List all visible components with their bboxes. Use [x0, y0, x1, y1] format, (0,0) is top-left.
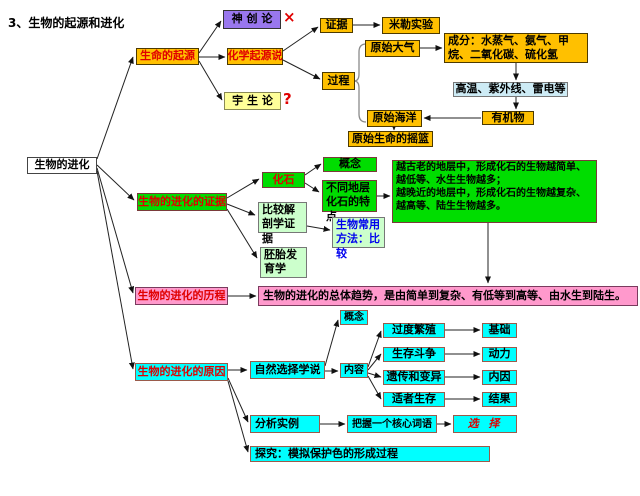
node-strata-features: 不同地层化石的特点 [322, 180, 377, 223]
node-struggle: 生存斗争 [383, 347, 445, 362]
node-power: 动力 [482, 347, 517, 362]
node-organic-matter: 有机物 [482, 111, 534, 125]
node-comparative-anatomy: 比较解剖学证据 [258, 202, 307, 245]
question-mark: ? [283, 90, 292, 108]
node-bio-method: 生物常用方法：比较 [332, 217, 385, 260]
node-strata-detail: 越古老的地层中，形成化石的生物越简单、越低等、水生生物越多； 越晚近的地层中，形… [392, 160, 597, 223]
node-primitive-ocean: 原始海洋 [367, 110, 422, 127]
node-survival: 适者生存 [383, 392, 445, 407]
node-ns-content: 内容 [340, 363, 368, 378]
node-cosmozoa: 宇 生 论 [224, 92, 281, 110]
node-basis: 基础 [482, 323, 517, 338]
page-title: 3、生物的起源和进化 [8, 16, 125, 30]
node-cradle: 原始生命的摇篮 [348, 131, 433, 147]
node-overbreeding: 过度繁殖 [383, 323, 445, 338]
node-core-word: 把握一个核心词语 [347, 415, 437, 433]
node-primitive-atmosphere: 原始大气 [365, 40, 420, 57]
node-selection: 选 择 [453, 415, 517, 433]
node-evolution-course: 生物的进化的历程 [135, 287, 228, 305]
node-ns-concept: 概念 [340, 310, 368, 325]
node-result: 结果 [482, 392, 517, 407]
node-miller-experiment: 米勒实验 [382, 17, 440, 34]
node-inquiry: 探究：模拟保护色的形成过程 [250, 446, 490, 462]
node-natural-selection: 自然选择学说 [250, 361, 325, 379]
node-variation: 遗传和变异 [383, 370, 445, 385]
node-evolution-evidence: 生物的进化的证据 [137, 193, 227, 211]
node-evidence: 证据 [320, 18, 353, 33]
node-root: 生物的进化 [27, 157, 97, 174]
node-process: 过程 [322, 72, 355, 90]
node-fossil-concept: 概念 [323, 157, 377, 172]
node-evolution-reason: 生物的进化的原因 [135, 363, 228, 381]
node-life-origin: 生命的起源 [136, 48, 199, 65]
cross-mark: × [283, 8, 296, 26]
node-case-analysis: 分析实例 [250, 415, 320, 433]
node-fossil: 化石 [262, 172, 305, 188]
node-chemical-origin: 化学起源说 [227, 48, 283, 65]
node-creationism: 神 创 论 [223, 10, 281, 29]
node-conditions: 高温、紫外线、雷电等 [453, 82, 568, 97]
node-composition: 成分：水蒸气、氨气、甲烷、二氧化碳、硫化氢 [444, 33, 588, 63]
node-embryology: 胚胎发育学 [260, 247, 307, 278]
node-evolution-trend: 生物的进化的总体趋势，是由简单到复杂、有低等到高等、由水生到陆生。 [258, 286, 638, 306]
node-internal-cause: 内因 [482, 370, 517, 385]
